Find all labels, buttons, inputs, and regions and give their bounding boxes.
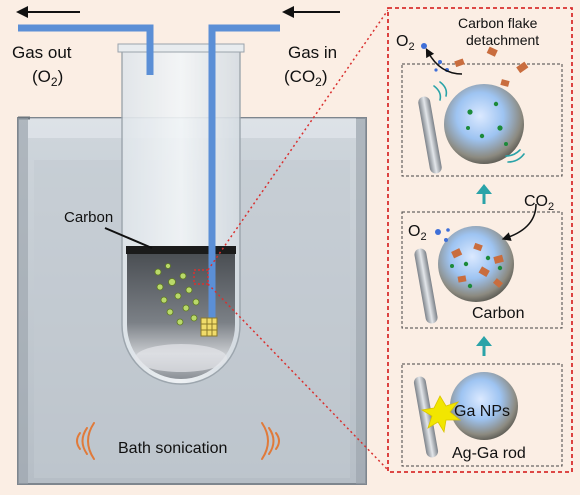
carbon-flakes — [454, 46, 529, 87]
ga-nps-label: Ga NPs — [454, 403, 510, 420]
up-arrow-icon — [476, 184, 492, 204]
gas-bubbles — [154, 263, 200, 326]
carbon-layer — [126, 246, 236, 254]
sound-wave-icon — [76, 422, 95, 460]
bath-sonication-label: Bath sonication — [118, 440, 227, 457]
sound-wave-icon — [433, 81, 525, 163]
gas-out-label: Gas out — [12, 43, 72, 62]
panel-flake-detachment — [401, 63, 563, 177]
panel-ga-nps — [401, 363, 563, 467]
up-arrow-icon — [476, 336, 492, 356]
mid-carbon-label: Carbon — [472, 305, 524, 322]
gas-in-label: Gas in — [288, 43, 337, 62]
sound-wave-icon — [261, 422, 280, 460]
ag-ga-rod-label: Ag-Ga rod — [452, 445, 526, 462]
mid-co2-label: CO2 — [524, 193, 554, 213]
carbon-leader-line — [104, 227, 153, 249]
gas-in-species: (CO2) — [284, 67, 328, 89]
spark-icon — [420, 395, 462, 434]
zoom-marker — [193, 269, 209, 285]
carbon-layer-label: Carbon — [64, 209, 113, 226]
gas-out-species: (O2) — [32, 67, 63, 89]
mid-o2-label: O2 — [408, 223, 427, 243]
gas-tubes — [18, 24, 280, 328]
top-o2-label: O2 — [396, 33, 415, 53]
flake-title-line1: Carbon flake — [458, 15, 538, 31]
reaction-tube — [117, 43, 245, 385]
gas-in-tube — [208, 24, 280, 328]
gas-diffuser — [200, 317, 218, 337]
flake-title-line2: detachment — [466, 32, 539, 48]
gas-out-tube — [18, 24, 154, 75]
panel-carbon-deposition — [401, 211, 563, 329]
